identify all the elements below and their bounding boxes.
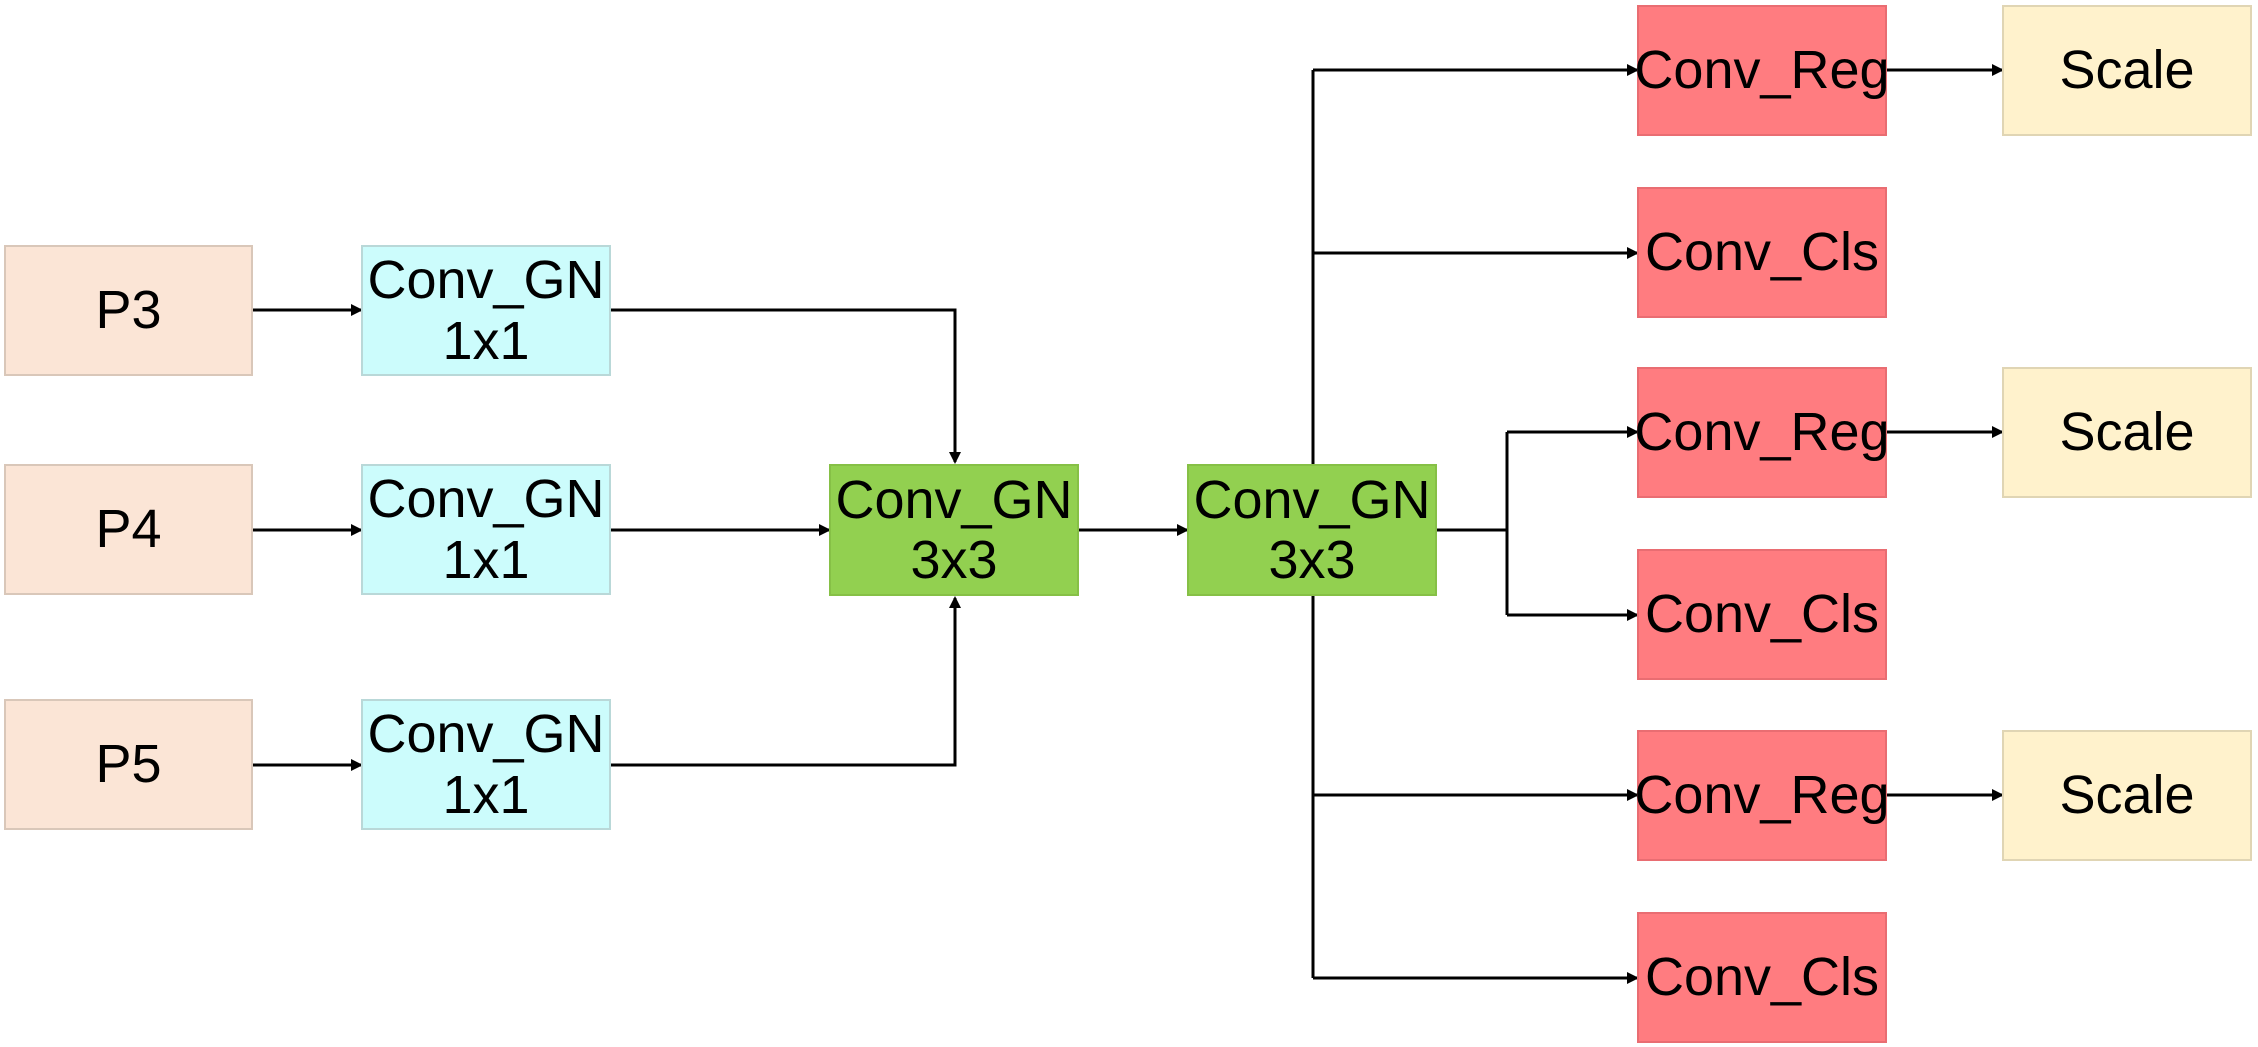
conv-label-line1: Conv_GN xyxy=(835,469,1073,530)
node-conv-reg-3-label: Conv_Reg xyxy=(1634,765,1890,826)
conv-label-line1: Conv_GN xyxy=(367,469,605,530)
node-conv-cls-3-label: Conv_Cls xyxy=(1644,947,1880,1008)
node-scale-3: Scale xyxy=(2002,730,2252,861)
node-conv-reg-2: Conv_Reg xyxy=(1634,367,1890,498)
node-conv-reg-1-label: Conv_Reg xyxy=(1634,40,1890,101)
node-p5-label: P5 xyxy=(95,734,162,795)
node-conv-gn-1x1-top: Conv_GN 1x1 xyxy=(361,245,611,376)
conv-label-line1: Conv_GN xyxy=(1193,469,1431,530)
node-p3-label: P3 xyxy=(95,280,162,341)
node-p4: P4 xyxy=(4,464,253,595)
node-conv-cls-1: Conv_Cls xyxy=(1637,187,1887,318)
node-p3: P3 xyxy=(4,245,253,376)
conv-label-line1: Conv_GN xyxy=(367,250,605,311)
node-conv-reg-2-label: Conv_Reg xyxy=(1634,402,1890,463)
node-scale-2-label: Scale xyxy=(2059,402,2195,463)
node-conv-cls-2: Conv_Cls xyxy=(1637,549,1887,680)
node-p4-label: P4 xyxy=(95,499,162,560)
node-conv-gn-1x1-mid: Conv_GN 1x1 xyxy=(361,464,611,595)
node-conv-reg-3: Conv_Reg xyxy=(1634,730,1890,861)
edge-conv1x1-top-to-conv3x3 xyxy=(611,308,961,464)
conv-label-line2: 1x1 xyxy=(442,310,530,371)
conv-label-line2: 3x3 xyxy=(910,530,998,590)
node-scale-3-label: Scale xyxy=(2059,765,2195,826)
conv-label-line1: Conv_GN xyxy=(367,704,605,765)
edge-conv1x1-bottom-to-conv3x3 xyxy=(611,596,961,767)
node-conv-cls-1-label: Conv_Cls xyxy=(1644,222,1880,283)
node-scale-1-label: Scale xyxy=(2059,40,2195,101)
node-conv-gn-3x3-first: Conv_GN 3x3 xyxy=(829,464,1079,596)
node-conv-cls-2-label: Conv_Cls xyxy=(1644,584,1880,645)
conv-label-line2: 3x3 xyxy=(1268,530,1356,590)
node-p5: P5 xyxy=(4,699,253,830)
conv-label-line2: 1x1 xyxy=(442,764,530,825)
node-conv-gn-3x3-second: Conv_GN 3x3 xyxy=(1187,464,1437,596)
node-scale-2: Scale xyxy=(2002,367,2252,498)
node-conv-cls-3: Conv_Cls xyxy=(1637,912,1887,1043)
conv-label-line2: 1x1 xyxy=(442,529,530,590)
node-conv-reg-1: Conv_Reg xyxy=(1634,5,1890,136)
node-conv-gn-1x1-bottom: Conv_GN 1x1 xyxy=(361,699,611,830)
node-scale-1: Scale xyxy=(2002,5,2252,136)
